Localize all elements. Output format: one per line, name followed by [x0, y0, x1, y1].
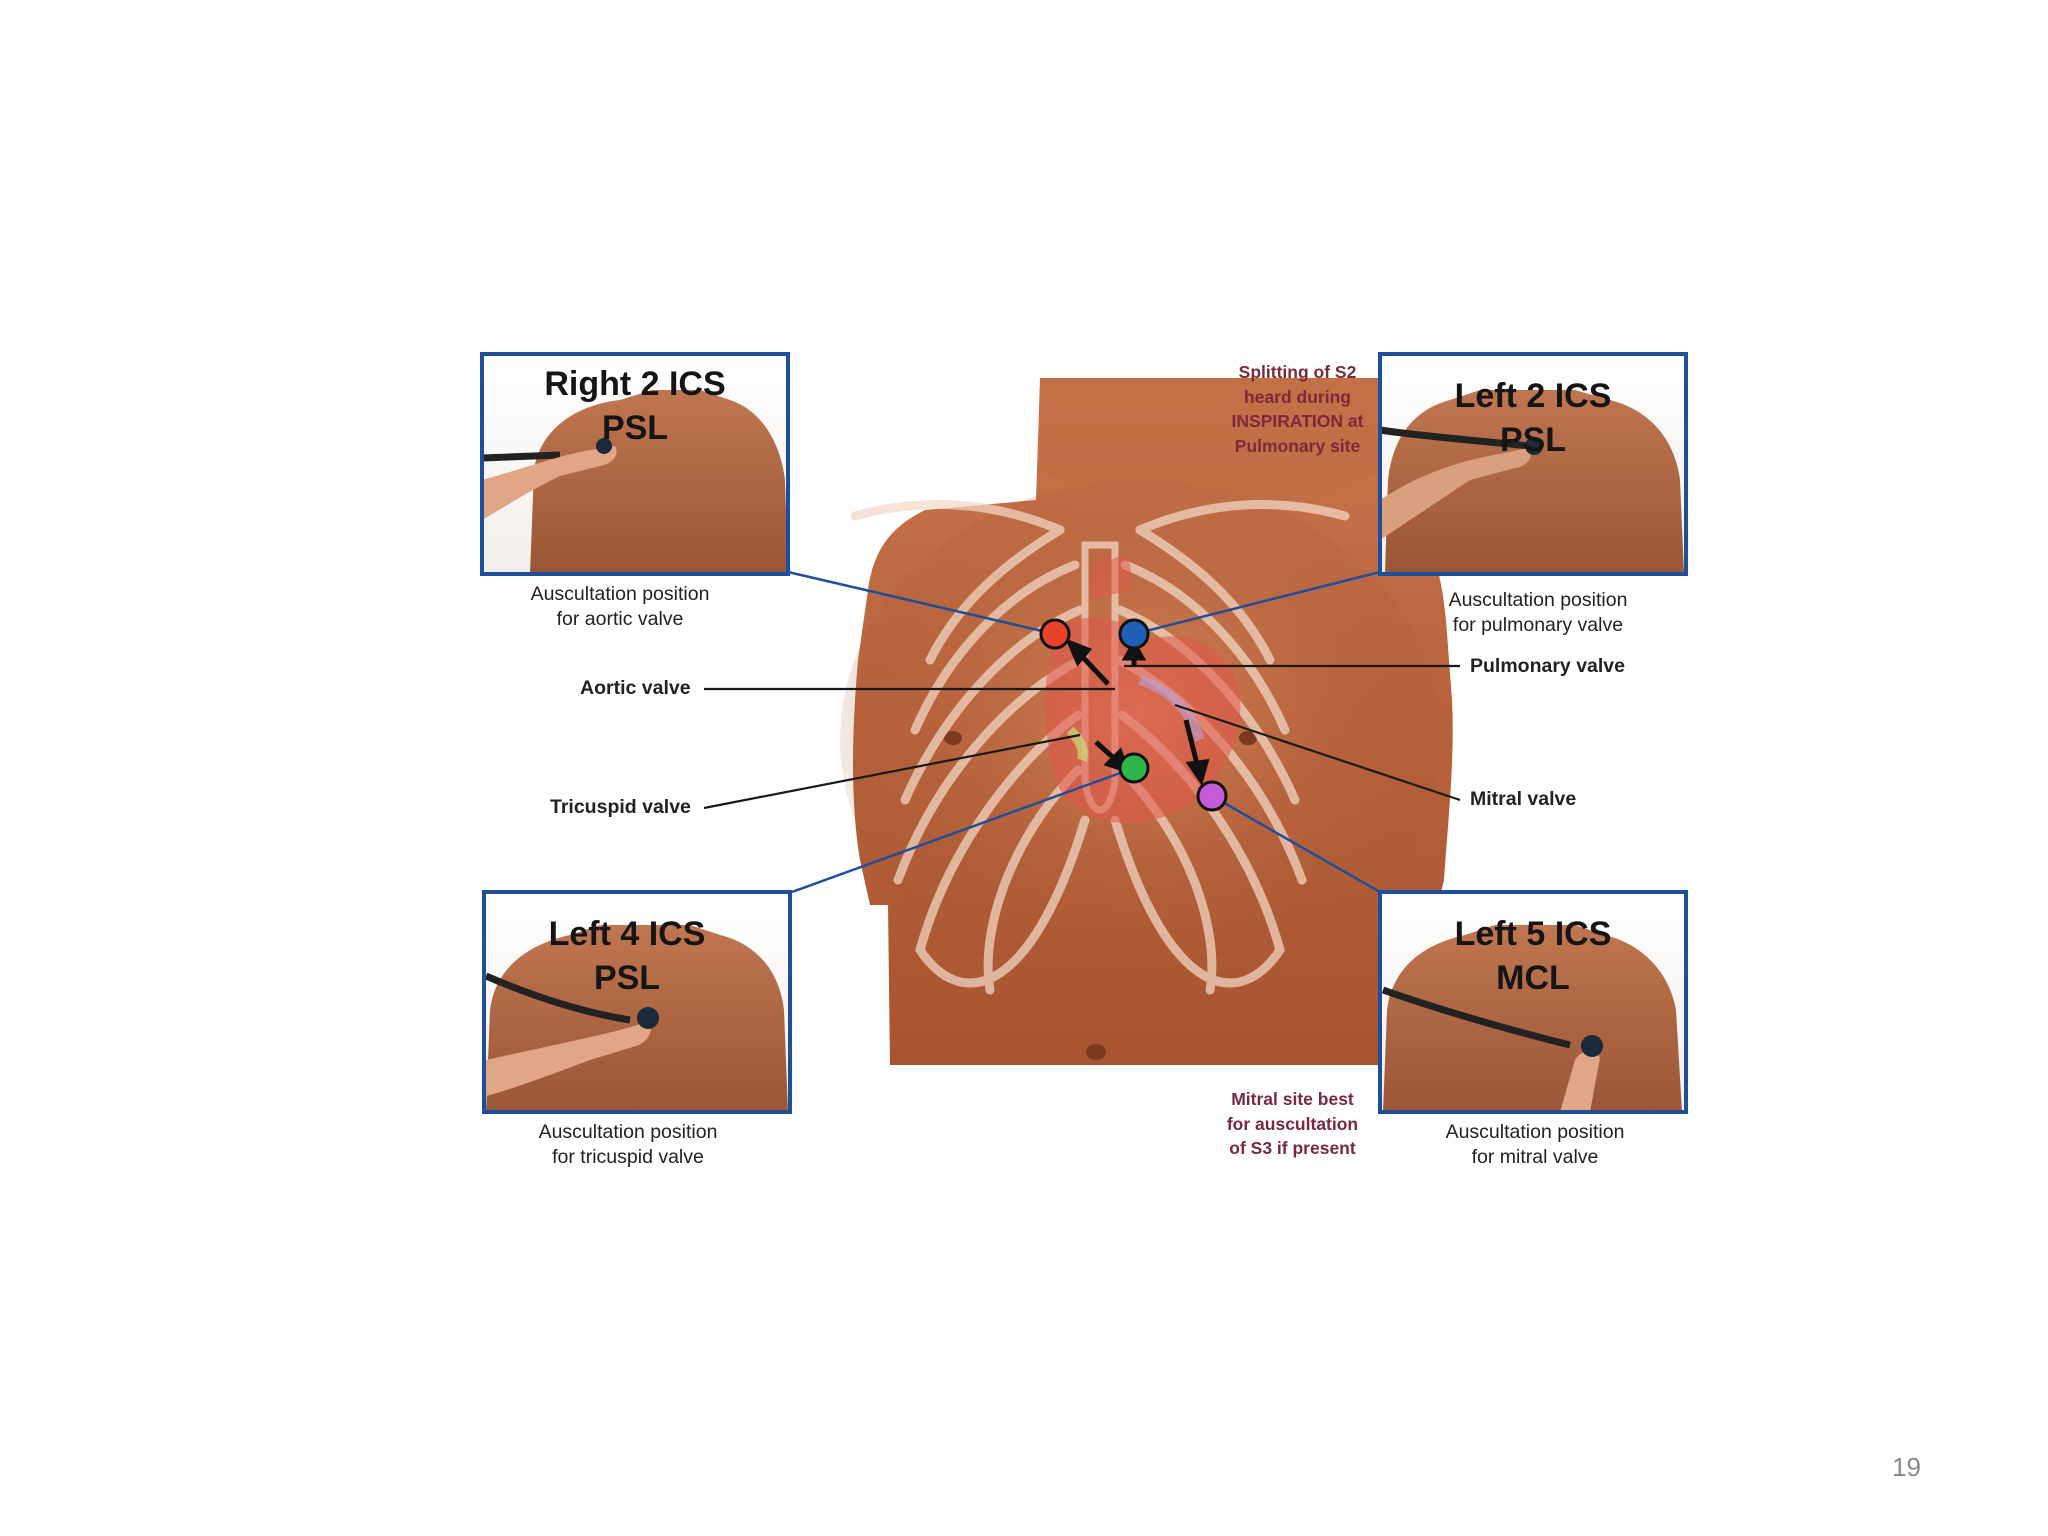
- valve-pointer-lines: [703, 664, 1461, 810]
- mitral-valve-label: Mitral valve: [1470, 788, 1577, 810]
- mitral-site-marker: [1196, 780, 1228, 812]
- photo-box-tricuspid: [482, 890, 792, 1114]
- photo-box-pulmonary: [1378, 352, 1688, 576]
- aortic-box-caption: Auscultation position for aortic valve: [530, 583, 710, 630]
- tricuspid-box-title: Left 4 ICS PSL: [548, 915, 706, 997]
- nipple-left: [1239, 731, 1257, 745]
- tricuspid-site-marker: [1118, 752, 1150, 784]
- aortic-valve-label: Aortic valve: [580, 677, 691, 699]
- photo-box-aortic: [480, 352, 790, 576]
- photo-box-mitral: [1378, 890, 1688, 1114]
- tricuspid-box-caption: Auscultation position for tricuspid valv…: [538, 1121, 718, 1168]
- navel: [1086, 1044, 1106, 1060]
- pulmonary-valve-label: Pulmonary valve: [1470, 655, 1625, 677]
- s3-mitral-note: Mitral site best for auscultation of S3 …: [1226, 1089, 1359, 1158]
- nipple-right: [944, 731, 962, 745]
- pulmonary-box-title: Left 2 ICS PSL: [1454, 377, 1612, 459]
- tricuspid-valve-label: Tricuspid valve: [550, 796, 691, 818]
- pulmonary-site-marker: [1118, 618, 1150, 650]
- pulmonary-box-caption: Auscultation position for pulmonary valv…: [1448, 589, 1628, 636]
- aortic-site-marker: [1039, 618, 1071, 650]
- mitral-box-caption: Auscultation position for mitral valve: [1445, 1121, 1625, 1168]
- valve-arrows: [1065, 638, 1210, 786]
- auscultation-markers: [1039, 618, 1228, 812]
- aortic-box-title: Right 2 ICS PSL: [544, 365, 726, 447]
- mitral-box-title: Left 5 ICS MCL: [1454, 915, 1612, 997]
- s2-splitting-note: Splitting of S2 heard during INSPIRATION…: [1231, 362, 1364, 456]
- slide-number: 19: [1892, 1452, 1921, 1482]
- leader-lines: [787, 570, 1381, 894]
